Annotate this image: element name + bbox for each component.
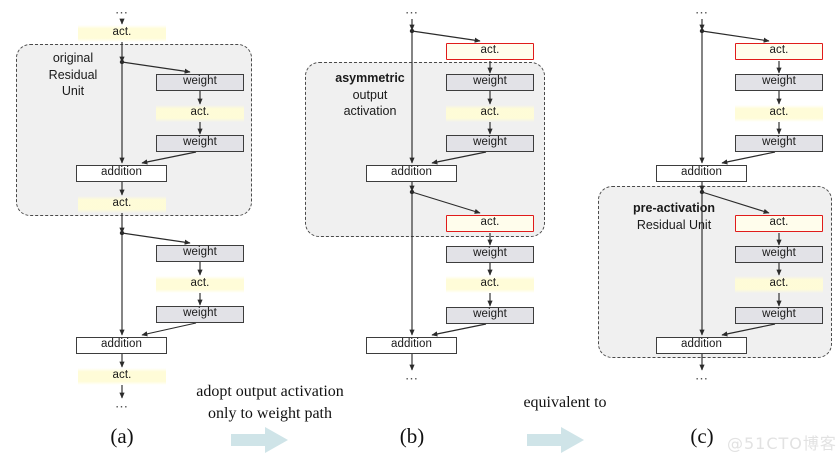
b-weight-1: weight (446, 73, 534, 91)
b-weight-4: weight (446, 306, 534, 324)
b-act-red-1: act. (446, 42, 534, 60)
b-act-red-2: act. (446, 214, 534, 232)
c-ellipsis-top: ⋯ (695, 4, 709, 20)
c-weight-2: weight (735, 134, 823, 152)
a-ellipsis-top: ⋯ (115, 4, 129, 20)
a-act-mid-2: act. (156, 275, 244, 293)
b-addition-2: addition (366, 336, 457, 354)
caption-column-b: (b) (399, 424, 425, 448)
transition-line-1: adopt output activation (196, 383, 344, 400)
a-weight-4: weight (156, 305, 244, 323)
a-weight-3: weight (156, 244, 244, 262)
group-box-a (16, 44, 252, 216)
b-weight-2: weight (446, 134, 534, 152)
a-act-top: act. (78, 24, 166, 42)
c-act-mid-1: act. (735, 104, 823, 122)
c-weight-1: weight (735, 73, 823, 91)
c-addition-2: addition (656, 336, 747, 354)
caption-column-a: (a) (110, 424, 134, 448)
c-act-red-2: act. (735, 214, 823, 232)
watermark: @51CTO博客 (727, 434, 837, 453)
transition-text-b-to-c: equivalent to (490, 392, 640, 414)
b-ellipsis-bottom: ⋯ (405, 370, 419, 386)
a-ellipsis-bottom: ⋯ (115, 398, 129, 414)
a-act-mid-1: act. (156, 104, 244, 122)
c-weight-3: weight (735, 245, 823, 263)
a-weight-2: weight (156, 134, 244, 152)
caption-column-c: (c) (690, 424, 714, 448)
a-act-after-add-1: act. (78, 195, 166, 213)
a-weight-1: weight (156, 73, 244, 91)
c-addition-1: addition (656, 164, 747, 182)
b-act-mid-2: act. (446, 275, 534, 293)
c-act-red-1: act. (735, 42, 823, 60)
a-act-after-add-2: act. (78, 367, 166, 385)
transition-line-2: only to weight path (208, 404, 332, 422)
c-ellipsis-bottom: ⋯ (695, 370, 709, 386)
b-weight-3: weight (446, 245, 534, 263)
c-weight-4: weight (735, 306, 823, 324)
a-addition-1: addition (76, 164, 167, 182)
transition-line-1: equivalent to (523, 394, 607, 411)
b-act-mid-1: act. (446, 104, 534, 122)
a-addition-2: addition (76, 336, 167, 354)
transition-text-a-to-b: adopt output activation only to weight p… (155, 381, 385, 424)
c-act-mid-2: act. (735, 275, 823, 293)
b-addition-1: addition (366, 164, 457, 182)
b-ellipsis-top: ⋯ (405, 4, 419, 20)
